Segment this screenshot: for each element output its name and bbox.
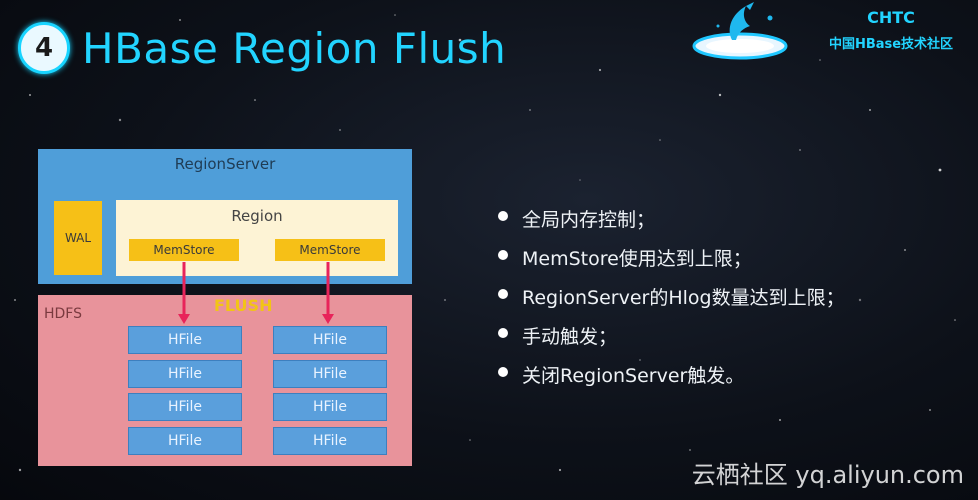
hfile-box: HFile [128, 393, 242, 421]
memstore-label: MemStore [299, 243, 361, 257]
hdfs-label: HDFS [44, 306, 83, 322]
hfile-box: HFile [128, 360, 242, 388]
org-subtitle: 中国HBase技术社区 [828, 37, 954, 52]
slide-title: HBase Region Flush [82, 23, 507, 73]
wal-box: WAL [54, 201, 102, 275]
slide-number-badge: 4 [18, 22, 70, 74]
bullet-item: 手动触发； [498, 322, 845, 361]
bullet-dot-icon [498, 289, 508, 299]
bullet-text: 手动触发； [522, 326, 618, 348]
bullet-dot-icon [498, 367, 508, 377]
bullet-text: MemStore使用达到上限； [522, 248, 752, 270]
hfile-box: HFile [273, 427, 387, 455]
flush-label: FLUSH [214, 296, 273, 315]
region-box: Region MemStore MemStore [116, 200, 398, 276]
slide-header: 4 HBase Region Flush [18, 22, 506, 74]
bullet-item: 关闭RegionServer触发。 [498, 361, 845, 400]
memstore-box: MemStore [129, 239, 239, 261]
bullet-list: 全局内存控制； MemStore使用达到上限； RegionServer的Hlo… [498, 205, 845, 400]
region-server-box: RegionServer WAL Region MemStore MemStor… [38, 149, 412, 284]
memstore-label: MemStore [153, 243, 215, 257]
region-label: Region [231, 207, 283, 225]
dolphin-logo-icon [692, 2, 788, 60]
hfile-box: HFile [273, 360, 387, 388]
bullet-text: 关闭RegionServer触发。 [522, 365, 745, 387]
region-server-label: RegionServer [174, 155, 276, 173]
bullet-text: 全局内存控制； [522, 209, 656, 231]
hfile-box: HFile [273, 393, 387, 421]
org-name: CHTC [867, 8, 915, 27]
bullet-item: 全局内存控制； [498, 205, 845, 244]
site-watermark: 云栖社区 yq.aliyun.com [691, 461, 964, 489]
bullet-dot-icon [498, 211, 508, 221]
hfile-box: HFile [128, 427, 242, 455]
bullet-dot-icon [498, 250, 508, 260]
org-branding: CHTC 中国HBase技术社区 [806, 8, 976, 52]
hfile-box: HFile [273, 326, 387, 354]
bullet-item: MemStore使用达到上限； [498, 244, 845, 283]
bullet-item: RegionServer的Hlog数量达到上限； [498, 283, 845, 322]
hdfs-box: HDFS FLUSH HFile HFile HFile HFile HFile… [38, 295, 412, 466]
wal-label: WAL [64, 231, 92, 245]
hfile-box: HFile [128, 326, 242, 354]
bullet-text: RegionServer的Hlog数量达到上限； [522, 287, 845, 309]
bullet-dot-icon [498, 328, 508, 338]
memstore-box: MemStore [275, 239, 385, 261]
